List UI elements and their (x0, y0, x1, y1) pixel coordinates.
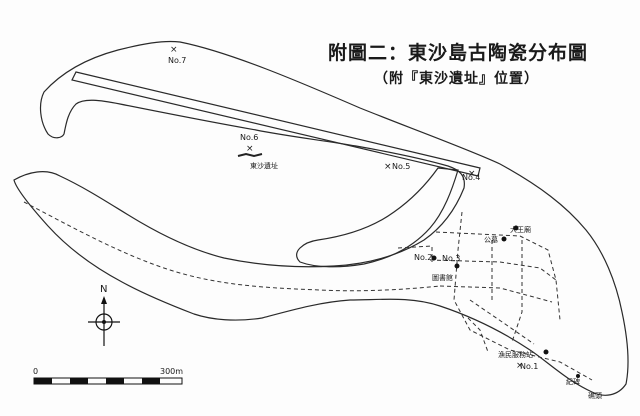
compass: N (88, 284, 120, 346)
lagoon (296, 167, 459, 268)
site-no6-label: No.6 (240, 133, 258, 142)
stele-label: 紀碑 (566, 377, 580, 386)
stele-marker (576, 374, 580, 378)
dongsha-site-label: 東沙遺址 (250, 161, 278, 170)
site-no5-mark: × (384, 162, 392, 172)
road-east (435, 231, 561, 321)
site-no1-label: No.1 (520, 362, 538, 371)
dawangmiao-marker (513, 225, 519, 231)
site-no7-mark: × (170, 45, 178, 55)
map-subtitle: （附『東沙遺址』位置） (374, 71, 539, 87)
site-no4-label: No.4 (462, 173, 480, 182)
station-label: 漁民服務站 (498, 350, 533, 359)
north-label: N (100, 284, 107, 295)
site-no5-label: No.5 (392, 162, 410, 171)
site-no2-marker (431, 255, 437, 261)
site-no2-label: No.2 (414, 253, 432, 262)
dawangmiao-label: 大王廟 (510, 225, 531, 234)
roads (23, 201, 593, 381)
gongmu-label: 公墓 (484, 235, 498, 244)
road-north-south (453, 211, 593, 381)
station-marker (543, 349, 549, 355)
scale-bar: 0 300m (33, 367, 183, 385)
map-title: 附圖二：東沙島古陶瓷分布圖 (328, 42, 589, 64)
coastline (13, 40, 629, 396)
road-southwest (467, 317, 489, 353)
coastal-road (23, 201, 441, 292)
scale-start-label: 0 (33, 367, 38, 376)
scale-end-label: 300m (160, 367, 183, 376)
road-branch-3 (469, 299, 535, 345)
reef-label: 礁頭 (588, 391, 602, 400)
site-no3-label: No.3 (442, 254, 460, 263)
gongmu-marker (501, 236, 507, 242)
site-no7-label: No.7 (168, 56, 186, 65)
site-no6-mark: × (246, 144, 254, 154)
site-no1-mark: × (516, 361, 524, 371)
road-branch-2 (511, 240, 523, 343)
library-label: 圖書館 (432, 273, 453, 282)
site-markers: × No.7 No.6 × 東沙遺址 × No.5 × No.4 公墓 大王廟 … (168, 45, 602, 400)
road-mid (429, 259, 557, 281)
dongsha-site-marker (237, 152, 263, 158)
site-no3-marker (454, 263, 460, 269)
road-south (439, 285, 553, 303)
runway (71, 71, 481, 177)
site-no4-mark: × (468, 169, 476, 179)
